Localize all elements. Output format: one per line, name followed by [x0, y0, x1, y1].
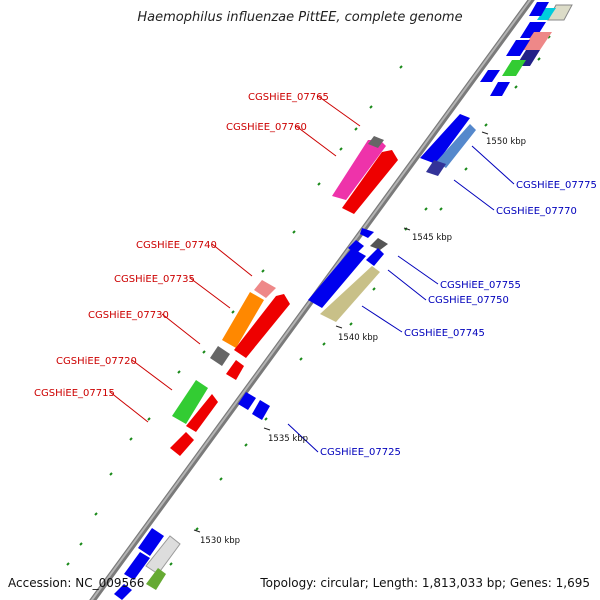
gene-arrow[interactable]	[138, 528, 164, 556]
outer-guide-ticks	[66, 65, 403, 566]
scale-label: 1550 kbp	[486, 137, 526, 147]
scale-label: 1530 kbp	[200, 536, 240, 546]
scale-label: 1535 kbp	[268, 434, 308, 444]
gene-label-07760[interactable]: CGSHiEE_07760	[226, 122, 307, 133]
gene-arrow[interactable]	[360, 228, 374, 238]
gene-arrow[interactable]	[254, 280, 276, 298]
gene-label-07770[interactable]: CGSHiEE_07770	[496, 206, 577, 217]
gene-arrow[interactable]	[186, 394, 218, 432]
gene-label-07765[interactable]: CGSHiEE_07765	[248, 92, 329, 103]
gene-cluster-bottom[interactable]	[114, 528, 181, 600]
gene-arrow[interactable]	[426, 160, 446, 176]
gene-arrow[interactable]	[234, 294, 290, 358]
gene-arrow[interactable]	[537, 8, 556, 20]
gene-arrow[interactable]	[170, 432, 194, 456]
gene-label-07755[interactable]: CGSHiEE_07755	[440, 280, 521, 291]
gene-arrow[interactable]	[320, 266, 380, 322]
gene-arrow[interactable]	[222, 292, 264, 348]
topology-label: Topology: circular; Length: 1,813,033 bp…	[260, 576, 590, 590]
gene-arrow[interactable]	[210, 346, 230, 366]
gene-label-07750[interactable]: CGSHiEE_07750	[428, 295, 509, 306]
scale-label: 1540 kbp	[338, 333, 378, 343]
gene-arrow[interactable]	[502, 60, 526, 76]
gene-label-07775[interactable]: CGSHiEE_07775	[516, 180, 597, 191]
gene-arrow[interactable]	[522, 32, 552, 50]
scale-label: 1545 kbp	[412, 233, 452, 243]
gene-arrow[interactable]	[252, 400, 270, 420]
accession-label: Accession: NC_009566	[8, 576, 145, 590]
gene-label-07740[interactable]: CGSHiEE_07740	[136, 240, 217, 251]
gene-label-07715[interactable]: CGSHiEE_07715	[34, 388, 115, 399]
gene-label-07745[interactable]: CGSHiEE_07745	[404, 328, 485, 339]
inner-guide-ticks	[154, 35, 551, 589]
gene-arrow[interactable]	[520, 22, 546, 38]
gene-arrow[interactable]	[332, 140, 386, 200]
gene-arrow[interactable]	[490, 82, 510, 96]
gene-label-07725[interactable]: CGSHiEE_07725	[320, 447, 401, 458]
gene-cluster-top[interactable]	[480, 2, 573, 96]
scale-ticks	[193, 131, 489, 533]
gene-label-07730[interactable]: CGSHiEE_07730	[88, 310, 169, 321]
gene-arrow[interactable]	[480, 70, 500, 82]
gene-arrow[interactable]	[238, 392, 256, 410]
gene-arrow[interactable]	[308, 248, 366, 308]
gene-arrow[interactable]	[342, 150, 398, 214]
gene-arrow[interactable]	[172, 380, 208, 424]
gene-arrow[interactable]	[436, 124, 476, 168]
gene-arrow[interactable]	[124, 552, 150, 580]
gene-arrow[interactable]	[529, 2, 549, 16]
label-leader-lines	[109, 95, 515, 453]
gene-label-07720[interactable]: CGSHiEE_07720	[56, 356, 137, 367]
gene-arrow[interactable]	[370, 238, 388, 250]
gene-arrow[interactable]	[146, 568, 166, 590]
gene-label-07735[interactable]: CGSHiEE_07735	[114, 274, 195, 285]
gene-arrow[interactable]	[506, 40, 530, 56]
gene-arrow[interactable]	[114, 584, 132, 600]
gene-arrow[interactable]	[420, 114, 470, 164]
map-title: Haemophilus influenzae PittEE, complete …	[137, 10, 463, 25]
gene-arrow[interactable]	[226, 360, 244, 380]
gene-arrow[interactable]	[368, 136, 384, 148]
gene-arrow[interactable]	[366, 248, 384, 266]
